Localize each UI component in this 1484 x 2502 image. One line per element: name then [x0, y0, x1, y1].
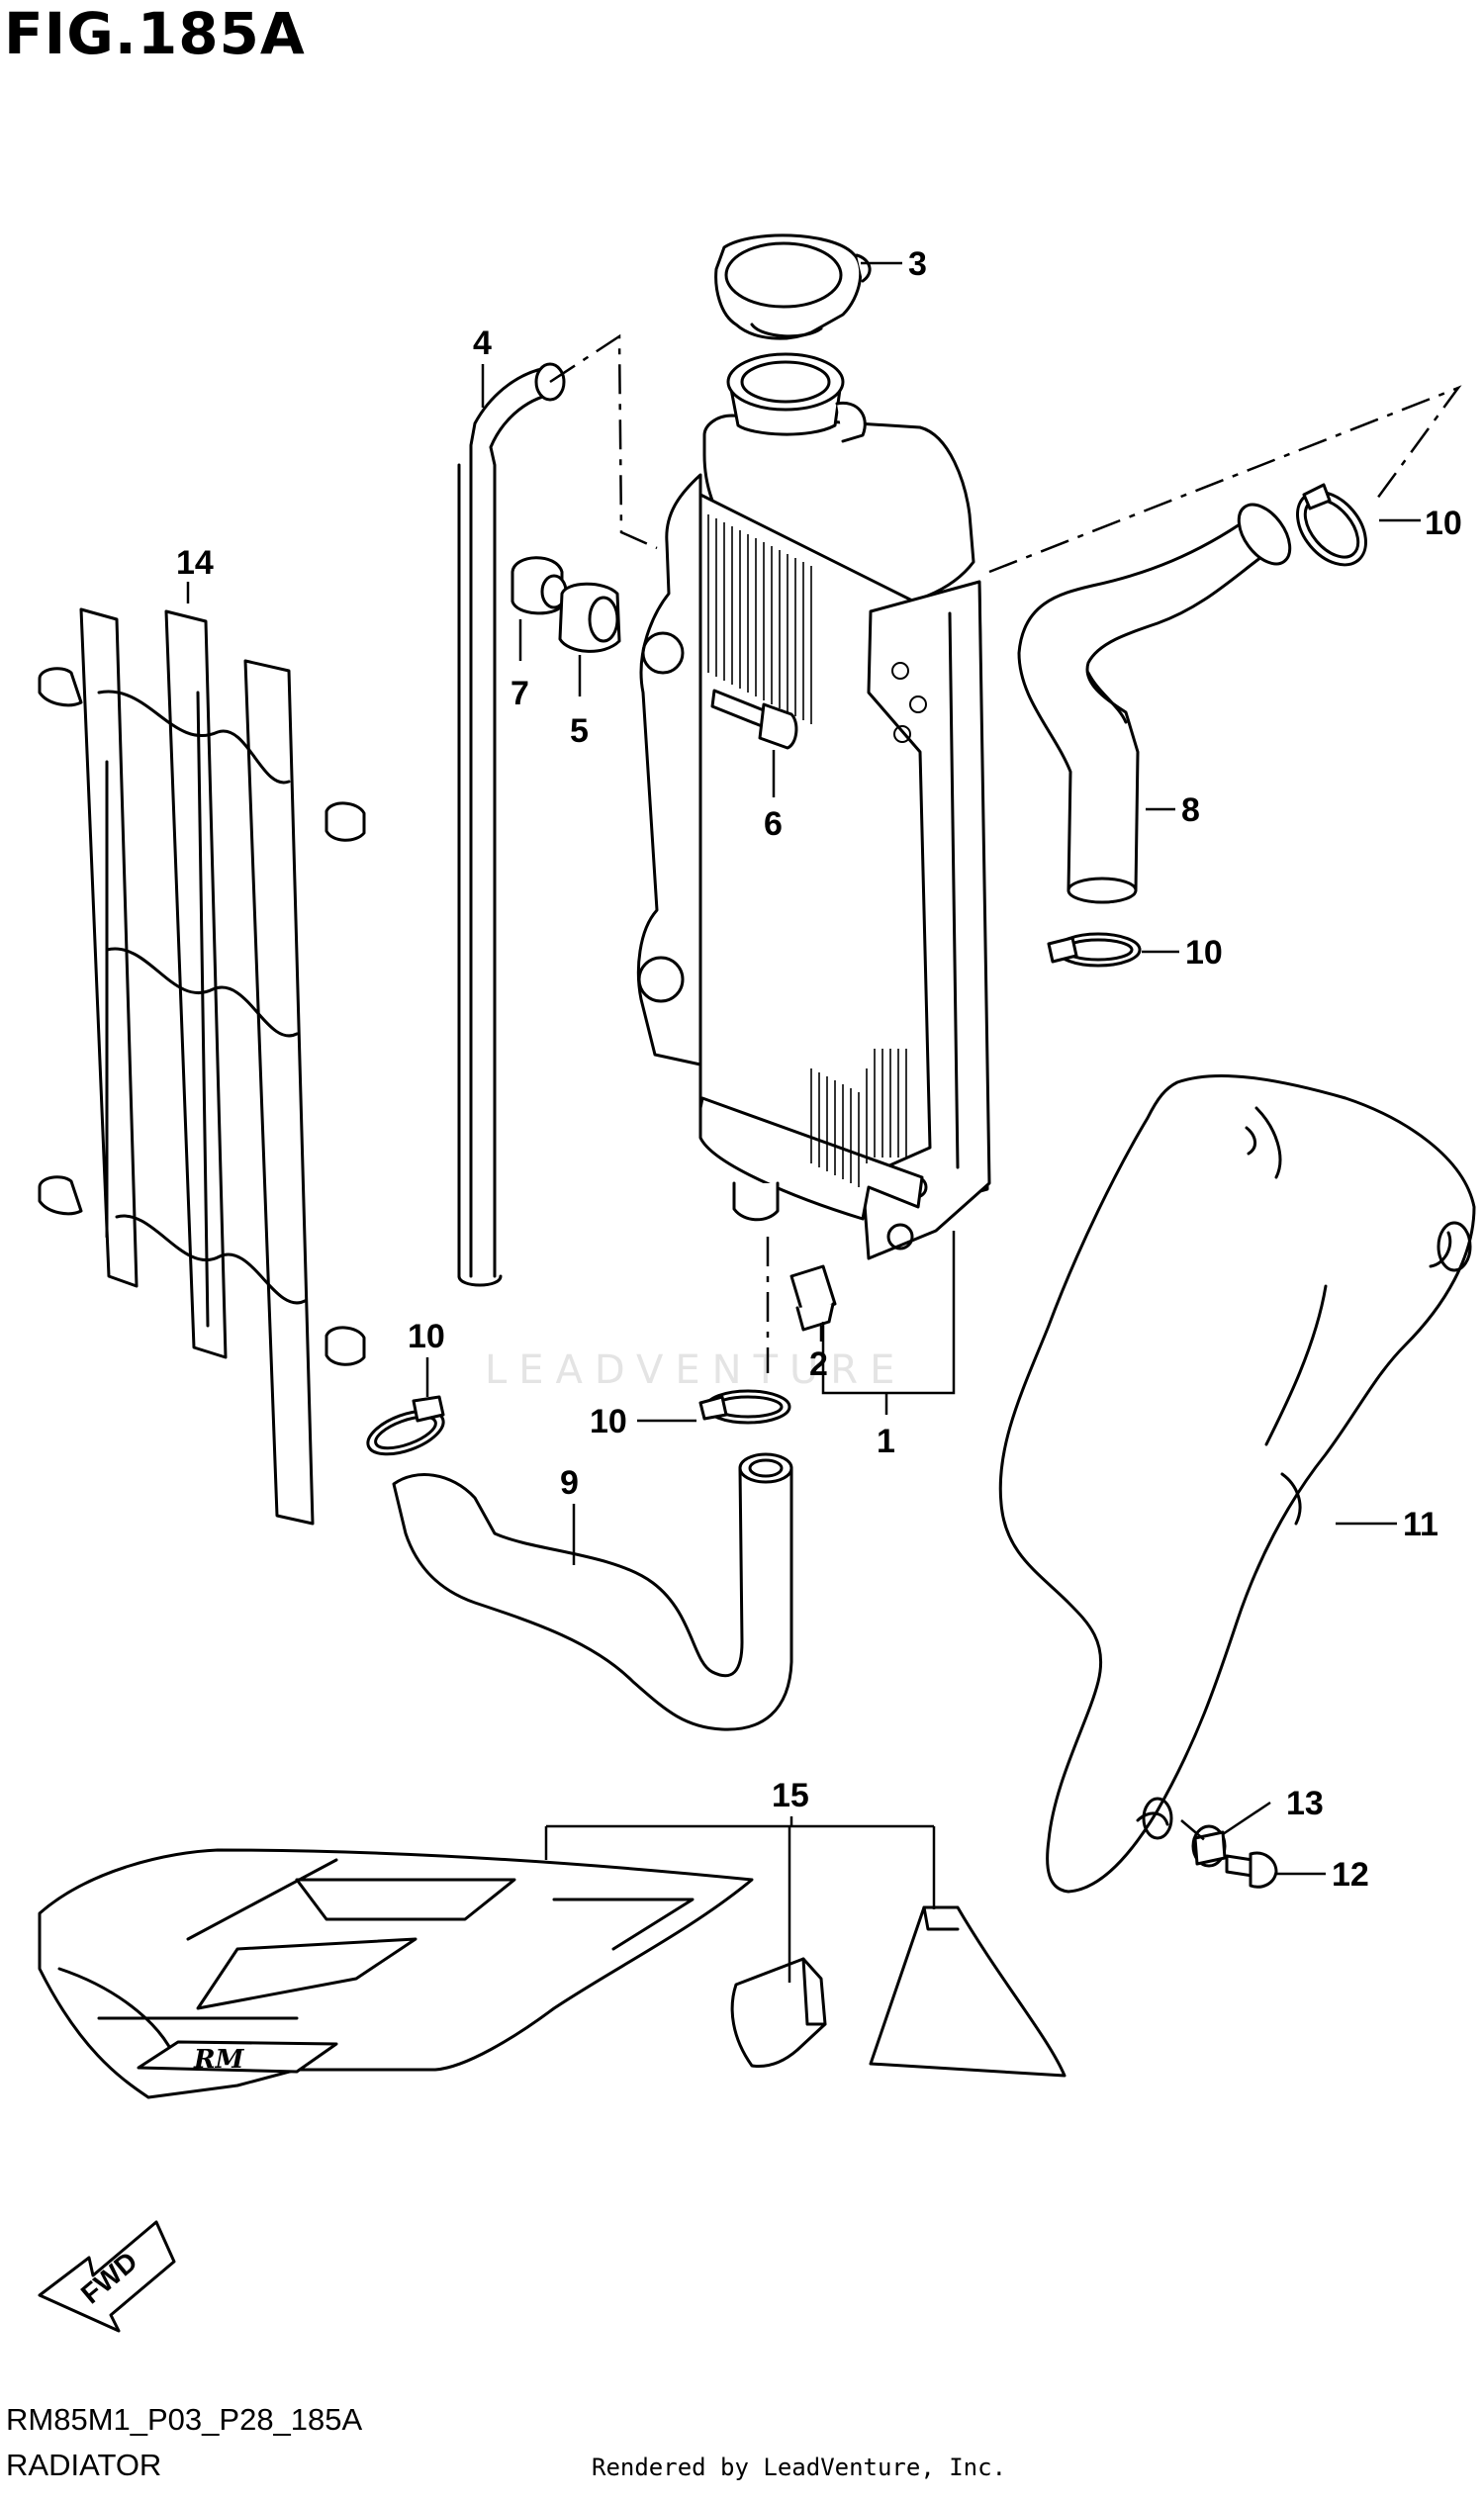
part-10-clamp-mid-right — [1047, 932, 1142, 968]
part-3-radiator-cap — [714, 233, 872, 340]
part-15-wedge-emblem — [869, 1905, 1067, 2078]
part-15-small-emblem — [730, 1957, 827, 2068]
part-13-collar — [1191, 1824, 1227, 1868]
watermark: LEADVENTURE — [485, 1347, 906, 1393]
part-10-clamp-center — [698, 1389, 791, 1425]
callout-1-bracket — [821, 1231, 956, 1395]
part-8-upper-hose — [1017, 503, 1292, 904]
part-2-clip-nut — [789, 1264, 837, 1332]
figure-code: RM85M1_P03_P28_185A — [6, 2402, 363, 2437]
fwd-arrow: FWD — [38, 2220, 176, 2333]
part-10-clamp-left — [366, 1395, 445, 1456]
part-9-lower-hose — [392, 1452, 793, 1731]
core-fins-top — [707, 514, 812, 724]
leader-lines — [186, 261, 1421, 1876]
decal-rm-text: RM — [193, 2045, 245, 2075]
callout-15-bracket — [544, 1816, 936, 1983]
part-12-bolt — [1225, 1851, 1278, 1889]
callout-6: 6 — [764, 805, 783, 843]
callout-4: 4 — [473, 324, 492, 362]
callout-10-left: 10 — [408, 1318, 445, 1355]
callout-5: 5 — [570, 712, 589, 750]
callout-12: 12 — [1332, 1856, 1369, 1894]
assembly-lines — [549, 333, 1462, 1843]
part-1-radiator-body — [636, 352, 991, 1260]
core-fins-bottom — [810, 1049, 907, 1187]
callout-2: 2 — [809, 1345, 828, 1383]
part-6-bolt — [710, 689, 798, 750]
part-11-shroud — [998, 1074, 1476, 1894]
callout-7: 7 — [510, 675, 529, 712]
part-4-overflow-hose — [457, 362, 566, 1287]
callout-11: 11 — [1403, 1506, 1438, 1543]
part-10-clamp-upper-right — [1296, 483, 1367, 567]
callout-14: 14 — [176, 544, 214, 582]
part-5-cushion — [558, 582, 621, 653]
callout-10-center: 10 — [590, 1403, 627, 1440]
part-15-large-decal: RM — [38, 1848, 754, 2099]
callout-13: 13 — [1286, 1785, 1324, 1822]
callout-8: 8 — [1181, 791, 1200, 829]
callout-10-upper-right: 10 — [1425, 505, 1462, 542]
part-14-louver — [38, 607, 366, 1526]
callout-1: 1 — [877, 1423, 895, 1460]
callout-9: 9 — [560, 1464, 579, 1502]
callout-10-mid-right: 10 — [1185, 934, 1223, 972]
part-7-grommet — [510, 556, 568, 615]
render-credit: Rendered by LeadVenture, Inc. — [592, 2454, 1007, 2481]
callout-3: 3 — [908, 245, 927, 283]
fig-title: FIG.185A — [4, 0, 306, 67]
callout-15: 15 — [772, 1777, 809, 1814]
figure-name: RADIATOR — [6, 2448, 162, 2482]
